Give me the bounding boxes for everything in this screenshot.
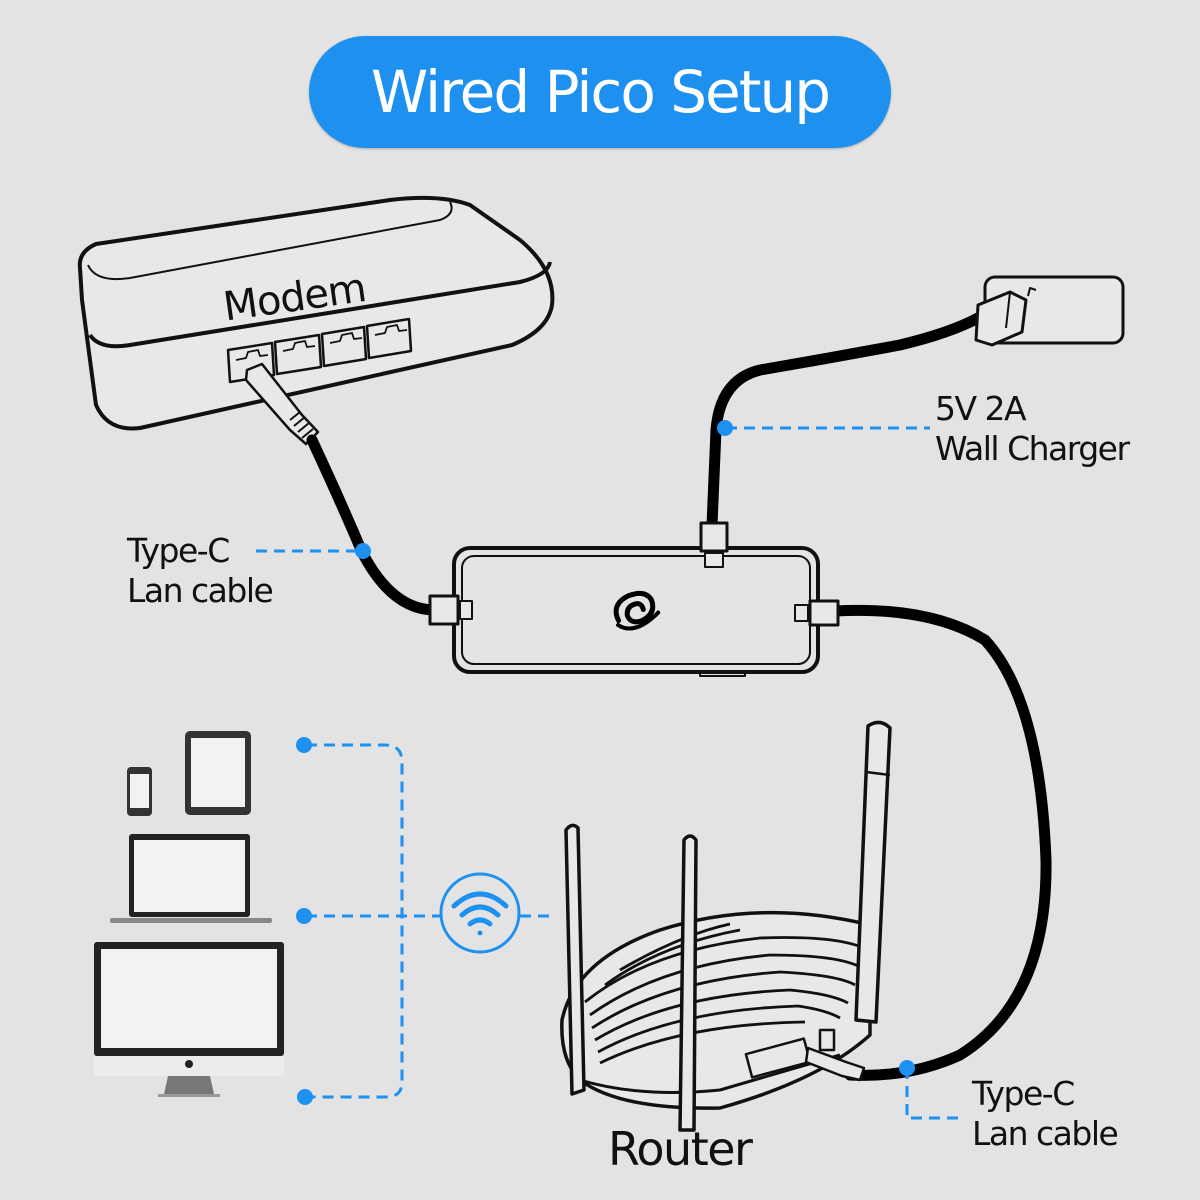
antenna-2 [678,834,698,1132]
laptop-icon [110,834,272,923]
callout-lan-bottom [905,1068,965,1120]
antenna-3 [854,720,892,1024]
callout-dots [296,420,915,1105]
lan-cable-modem [306,434,441,616]
modem-ports [226,317,413,384]
lan-cable-bottom-label: Type-C Lan cable [972,1074,1119,1154]
wifi-icon [439,872,521,954]
charger-label: 5V 2A Wall Charger [935,389,1130,469]
title-banner: Wired Pico Setup [309,36,891,148]
callout-client-top [306,743,404,1099]
callouts [256,426,965,1120]
router-dome-rings [584,922,869,1065]
smartphone-icon [127,767,152,816]
lan-cable-top-line1: Type-C [127,531,230,570]
router [560,720,892,1132]
lan-cable-bottom-line1: Type-C [972,1074,1075,1113]
charger-line2: Wall Charger [935,429,1130,468]
lan-cable-top-label: Type-C Lan cable [127,531,274,611]
client-devices [94,731,284,1097]
router-antennas [564,720,892,1132]
charger-line1: 5V 2A [935,389,1027,428]
router-label: Router [608,1122,753,1176]
antenna-1 [564,823,586,1096]
spiral-logo [613,590,661,631]
page-title: Wired Pico Setup [370,58,831,126]
power-cable [706,312,984,531]
lan-cable-bottom-line2: Lan cable [972,1114,1119,1153]
wall-charger [974,275,1125,347]
lan-cable-top-line2: Lan cable [127,571,274,610]
desktop-monitor-icon [94,942,284,1097]
tablet-icon [185,731,251,815]
lan-cable-router [829,604,1052,1081]
modem [77,195,555,446]
pico-device [428,521,840,677]
